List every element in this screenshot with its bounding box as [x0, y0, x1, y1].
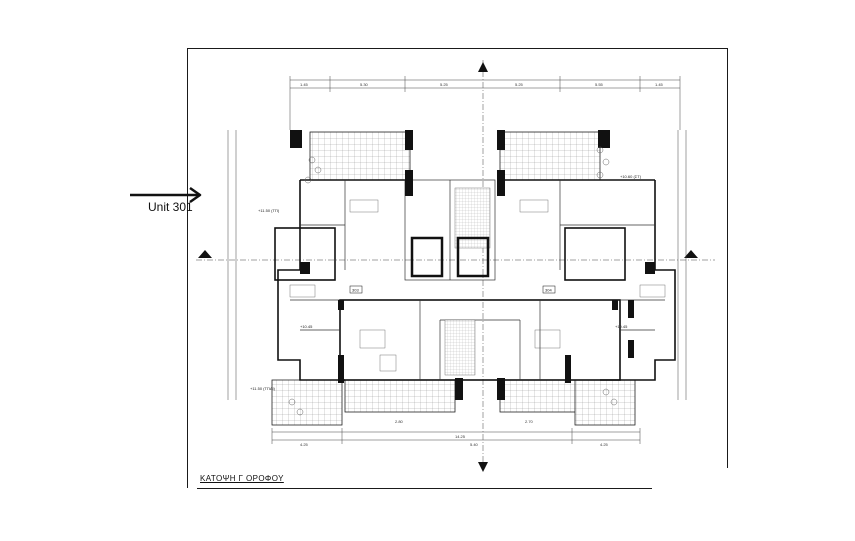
- level-labels: +11.50 (ΤΠ) +10.45 +10.45 +10.60 (ΣΤ) +1…: [250, 174, 642, 391]
- level-label: +11.50 (ΤΠΑΙ): [250, 386, 276, 391]
- dim-label: 4.25: [300, 442, 309, 447]
- dim-label: 1.45: [655, 82, 664, 87]
- dimension-lines-top: [289, 60, 681, 470]
- title-underline: [197, 488, 652, 489]
- level-label: +10.45: [300, 324, 313, 329]
- terrace-bottom-left: [271, 379, 343, 426]
- dim-label: 14.25: [455, 434, 466, 439]
- dimension-labels-top: 1.45 5.30 5.25 5.25 5.55 1.45: [300, 82, 664, 87]
- dim-label: 2.70: [525, 419, 534, 424]
- interior-walls: [290, 179, 665, 380]
- balcony-top-right: [499, 131, 601, 181]
- columns: [290, 130, 655, 400]
- section-arrow-top: [198, 62, 698, 472]
- dim-label: 5.40: [470, 442, 479, 447]
- sheet-border-top: [187, 48, 727, 49]
- dim-label: 5.25: [515, 82, 524, 87]
- terrace-bottom-right: [574, 379, 636, 426]
- level-label: +10.45: [615, 324, 628, 329]
- dimension-labels-bottom: 4.25 14.25 5.40 4.25 2.80 2.70: [300, 419, 609, 447]
- dim-label: 4.25: [600, 442, 609, 447]
- unit-tag: 304: [545, 288, 552, 293]
- furniture: [289, 199, 666, 372]
- level-label: +10.60 (ΣΤ): [620, 174, 642, 179]
- exterior-walls: [274, 179, 676, 381]
- balcony-top-left: [309, 131, 411, 181]
- dim-label: 1.45: [300, 82, 309, 87]
- drawing-sheet: [187, 48, 728, 468]
- dim-label: 5.25: [440, 82, 449, 87]
- unit-pointer-arrow: [130, 186, 202, 204]
- dimension-lines-bottom: [271, 428, 641, 444]
- dimension-lines-side: [227, 130, 687, 400]
- sheet-border-left: [187, 48, 188, 488]
- stair-core: [410, 187, 491, 376]
- dim-label: 5.55: [595, 82, 604, 87]
- planters: [288, 146, 618, 416]
- unit-annotation-label: Unit 301: [148, 200, 193, 214]
- plan-title: ΚΑΤΟΨΗ Γ ΟΡΟΦΟΥ: [200, 474, 284, 483]
- unit-tags: 303 304: [349, 285, 556, 294]
- balcony-bottom-right: [499, 379, 581, 413]
- level-label: +11.50 (ΤΠ): [258, 208, 280, 213]
- dim-label: 5.30: [360, 82, 369, 87]
- unit-tag: 303: [352, 288, 359, 293]
- balcony-bottom-left: [344, 379, 456, 413]
- dim-label: 2.80: [395, 419, 404, 424]
